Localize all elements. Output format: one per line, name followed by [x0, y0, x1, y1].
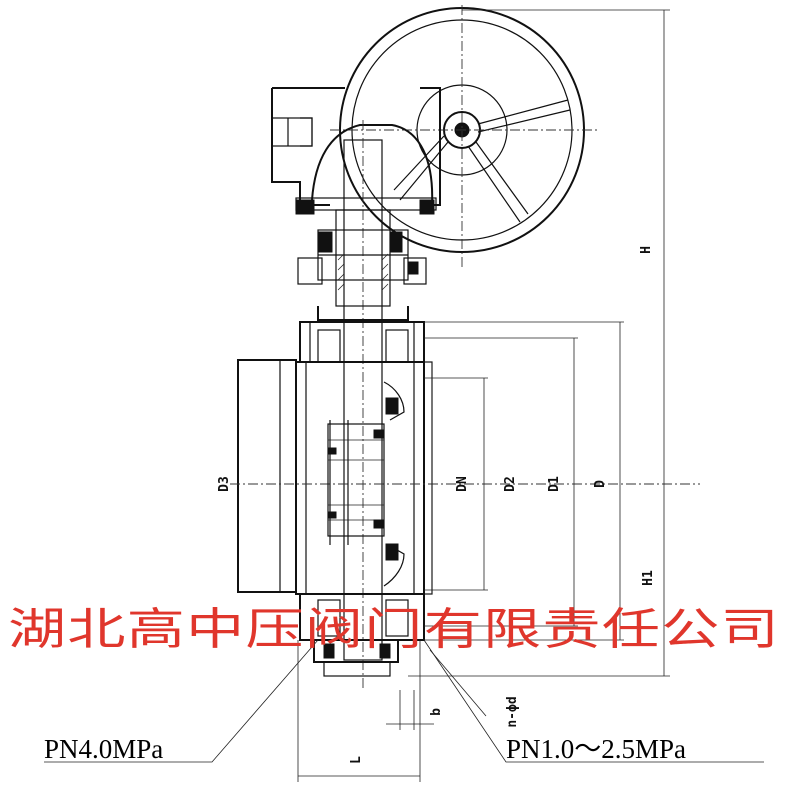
dim-label-b: b	[429, 708, 444, 716]
company-watermark: 湖北高中压阀门有限责任公司	[8, 604, 780, 655]
pn-label-left: PN4.0MPa	[44, 734, 163, 764]
butterfly-valve-body	[230, 321, 700, 677]
dim-label-D: D	[593, 480, 608, 488]
dim-label-D3: D3	[217, 476, 232, 492]
dim-label-D1: D1	[547, 476, 562, 492]
pn-label-right: PN1.0～2.5MPa	[506, 734, 686, 764]
dim-label-D2: D2	[503, 476, 518, 492]
dimension-lines	[44, 9, 764, 782]
dim-label-DN: DN	[455, 476, 470, 492]
handwheel-icon	[271, 5, 600, 270]
dim-label-n-d: n-ϕd	[505, 696, 520, 727]
dim-label-L: L	[349, 756, 364, 764]
dim-label-H1: H1	[641, 570, 656, 586]
dim-label-H: H	[639, 246, 654, 254]
dimension-labels: H H1 D D1 D2 DN D3 L b n-ϕd	[217, 246, 656, 764]
